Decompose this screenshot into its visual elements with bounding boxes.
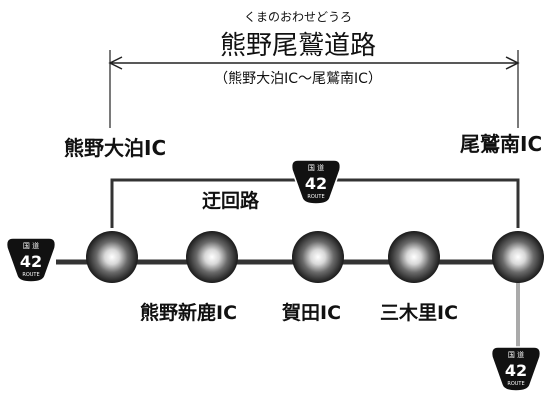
route-shield-number: 42 bbox=[20, 252, 42, 271]
route-shield-icon bbox=[490, 346, 542, 392]
station-node-owase-minami bbox=[492, 231, 544, 283]
road-ruby: くまのおわせどうろ bbox=[244, 10, 352, 24]
route-shield-left: 国 道 42 ROUTE bbox=[5, 237, 57, 283]
station-nodes bbox=[86, 231, 544, 283]
route-shield-top: 国 道 bbox=[23, 241, 39, 250]
station-node-kumano-atashika bbox=[186, 231, 238, 283]
route-shield-bottom: ROUTE bbox=[507, 381, 524, 387]
route-shield-icon bbox=[290, 159, 342, 205]
road-name: 熊野尾鷲道路 bbox=[220, 31, 376, 61]
detour-label: 迂回路 bbox=[202, 189, 260, 212]
route-shield-top-text: 国 道 bbox=[308, 163, 324, 172]
road-section: （熊野大泊IC～尾鷲南IC） bbox=[214, 71, 382, 87]
station-node-kata bbox=[292, 231, 344, 283]
right-endpoint-label: 尾鷲南IC bbox=[460, 132, 542, 156]
station-label-kumano-atashika: 熊野新鹿IC bbox=[140, 301, 237, 324]
left-endpoint-label: 熊野大泊IC bbox=[64, 136, 166, 160]
route-shield-top-text: 国 道 bbox=[508, 350, 524, 359]
station-node-mikiri bbox=[388, 231, 440, 283]
route-shield-number: 42 bbox=[505, 361, 527, 380]
route-shield-icon bbox=[5, 237, 57, 283]
route-shield-bottom: ROUTE bbox=[22, 272, 39, 278]
route-shield-top: 国 道 42 ROUTE bbox=[290, 159, 342, 205]
route-shield-bottom: ROUTE bbox=[307, 194, 324, 200]
route-shield-bottom-right: 国 道 42 ROUTE bbox=[490, 346, 542, 392]
station-label-kata: 賀田IC bbox=[281, 302, 341, 324]
span-arrow bbox=[108, 50, 520, 128]
station-node-kumano-odomari bbox=[86, 231, 138, 283]
station-label-mikiri: 三木里IC bbox=[380, 301, 458, 324]
route-shield-number: 42 bbox=[305, 174, 327, 193]
